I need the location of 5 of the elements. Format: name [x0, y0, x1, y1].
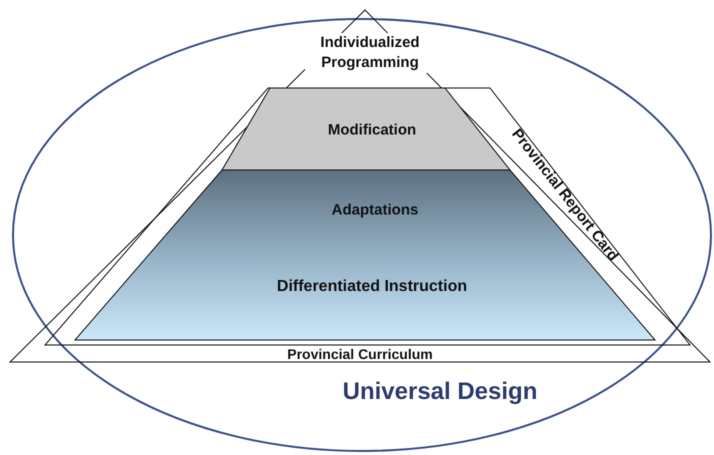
- layer-label: Adaptations: [332, 202, 418, 218]
- ellipse-title: Universal Design: [342, 378, 538, 406]
- base-label: Provincial Curriculum: [287, 346, 433, 362]
- layer-label: Differentiated Instruction: [276, 278, 468, 296]
- layer-label: Modification: [328, 122, 416, 138]
